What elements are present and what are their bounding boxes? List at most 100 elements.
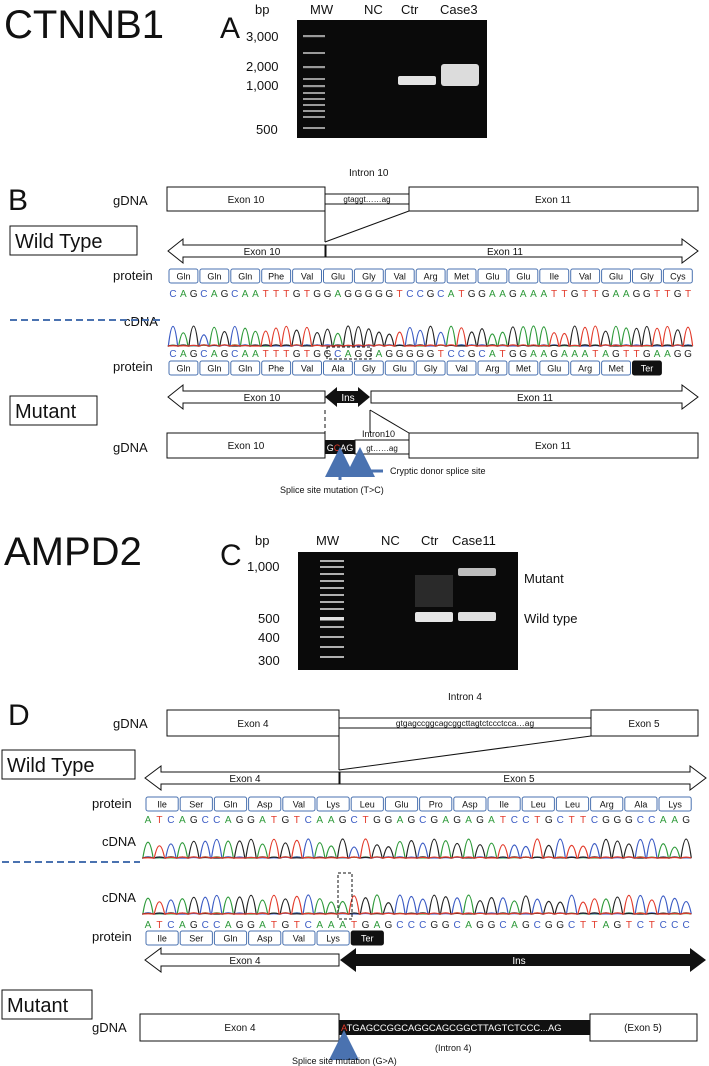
base-A: A xyxy=(145,815,152,826)
chromatogram-b xyxy=(167,325,694,347)
base-C: C xyxy=(671,920,678,931)
amino-acid-box xyxy=(179,930,213,946)
base-T: T xyxy=(271,815,277,826)
base-T: T xyxy=(156,920,162,931)
base-A: A xyxy=(660,815,667,826)
base-C: C xyxy=(683,920,690,931)
base-C: C xyxy=(534,920,541,931)
base-C: C xyxy=(637,920,644,931)
base-C: C xyxy=(213,920,220,931)
base-C: C xyxy=(478,349,485,360)
base-G: G xyxy=(633,289,641,300)
wt-arrows-d: Exon 4 Exon 5 xyxy=(144,765,707,791)
base-G: G xyxy=(602,289,610,300)
chromatogram-d-mut xyxy=(142,894,692,915)
amino-acid-label: Glu xyxy=(609,272,623,282)
mut-arrow-exon10: Exon 10 xyxy=(244,393,281,404)
mut-gdna-label-b: gDNA xyxy=(113,440,148,455)
amino-acid-box xyxy=(179,796,213,812)
panel-b-letter: B xyxy=(8,184,28,217)
amino-acid-label: Ser xyxy=(189,934,203,944)
marker-3000: 3,000 xyxy=(246,29,279,44)
base-G: G xyxy=(293,289,301,300)
amino-acid-box xyxy=(213,930,248,946)
amino-acid-box xyxy=(446,268,477,284)
lane-ctr-c: Ctr xyxy=(421,533,439,548)
base-T: T xyxy=(569,815,575,826)
base-G: G xyxy=(509,349,517,360)
wt-arrow-exon4: Exon 4 xyxy=(229,774,261,785)
base-G: G xyxy=(324,289,332,300)
base-T: T xyxy=(592,289,598,300)
amino-acid-label: Asp xyxy=(462,800,478,810)
base-G: G xyxy=(602,815,610,826)
base-T: T xyxy=(534,815,540,826)
amino-acid-box xyxy=(477,268,508,284)
base-A: A xyxy=(328,920,335,931)
amino-acid-box xyxy=(632,268,662,284)
band-label-wild-type: Wild type xyxy=(524,611,577,626)
marker-2000: 2,000 xyxy=(246,59,279,74)
marker-500: 500 xyxy=(256,122,278,137)
gel-c-ladder xyxy=(320,560,344,658)
amino-acid-box xyxy=(601,268,631,284)
amino-acid-label: Pro xyxy=(429,800,443,810)
base-G: G xyxy=(509,289,517,300)
base-G: G xyxy=(488,920,496,931)
amino-acid-label: Arg xyxy=(578,364,592,374)
amino-acid-label: Met xyxy=(609,364,625,374)
base-G: G xyxy=(406,349,414,360)
amino-acid-label: Met xyxy=(516,364,532,374)
mut-highlight-b xyxy=(326,346,372,360)
splice-mutation-label-d: Splice site mutation (G>A) xyxy=(292,1056,397,1066)
amino-acid-label: Phe xyxy=(268,364,284,374)
base-C: C xyxy=(419,815,426,826)
base-G: G xyxy=(476,920,484,931)
amino-acid-label: Leu xyxy=(531,800,546,810)
base-A: A xyxy=(530,349,537,360)
base-A: A xyxy=(211,349,218,360)
lane-nc: NC xyxy=(364,2,383,17)
amino-acid-label: Val xyxy=(394,272,406,282)
base-G: G xyxy=(407,815,415,826)
amino-acid-box xyxy=(292,268,323,284)
wt-gdna-exon5: Exon 5 xyxy=(628,719,660,730)
base-C: C xyxy=(419,920,426,931)
base-A: A xyxy=(339,920,346,931)
wt-gdna-bar-b: Exon 10 gtaggt……ag Exon 11 xyxy=(166,186,699,212)
base-G: G xyxy=(612,349,620,360)
base-G: G xyxy=(313,289,321,300)
base-C: C xyxy=(305,920,312,931)
lane-ctr: Ctr xyxy=(401,2,419,17)
base-A: A xyxy=(145,920,152,931)
amino-acid-box xyxy=(145,930,179,946)
mut-highlight-d xyxy=(337,872,353,920)
base-A: A xyxy=(316,920,323,931)
amino-acid-label: Val xyxy=(293,934,305,944)
lane-mw: MW xyxy=(310,2,334,17)
amino-acid-label: Leu xyxy=(565,800,580,810)
base-A: A xyxy=(259,815,266,826)
amino-acid-box xyxy=(632,360,662,376)
amino-acid-box xyxy=(508,360,539,376)
wild-type-label-b: Wild Type xyxy=(15,231,102,253)
base-A: A xyxy=(520,289,527,300)
base-C: C xyxy=(213,815,220,826)
panel-c-bp-label: bp xyxy=(255,533,269,548)
base-T: T xyxy=(283,349,289,360)
base-G: G xyxy=(236,815,244,826)
mut-gdna-bar-b: Exon 10 GCAG Intron10 gt……ag Exon 11 xyxy=(166,429,699,459)
mut-gdna-exon4: Exon 4 xyxy=(224,1023,256,1034)
trace-A xyxy=(142,838,692,859)
amino-acid-box xyxy=(248,796,282,812)
base-T: T xyxy=(304,289,310,300)
base-G: G xyxy=(643,289,651,300)
mut-protein-label-b: protein xyxy=(113,359,153,374)
base-C: C xyxy=(408,920,415,931)
base-T: T xyxy=(263,289,269,300)
marker-300-c: 300 xyxy=(258,653,280,668)
gel-c-marker-labels: 1,000 500 400 300 xyxy=(247,559,280,668)
base-C: C xyxy=(231,289,238,300)
base-G: G xyxy=(339,815,347,826)
